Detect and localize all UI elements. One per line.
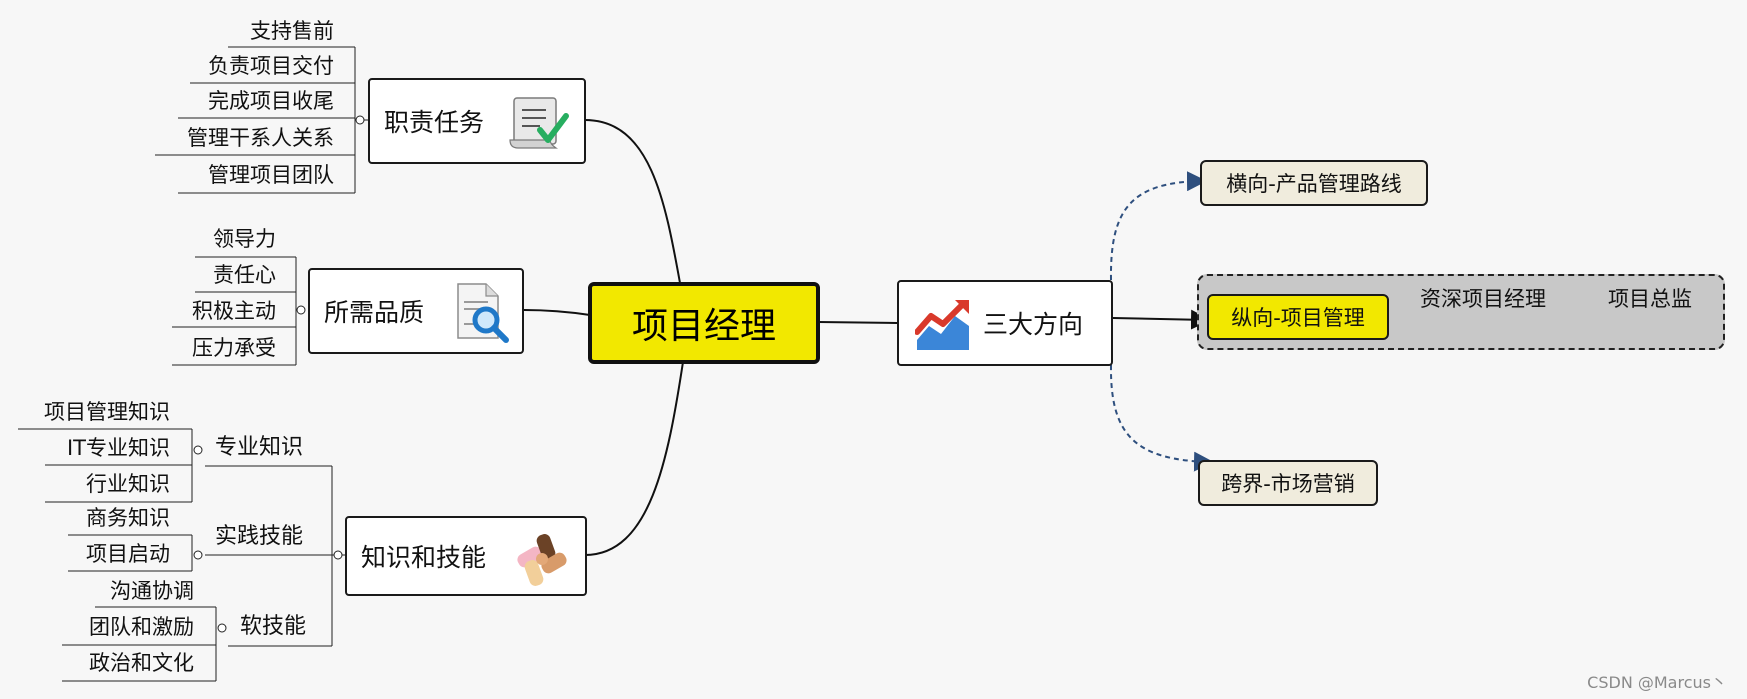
directions-node[interactable]: 三大方向 [897,280,1113,366]
center-node[interactable]: 项目经理 [588,282,820,364]
skills-structure-lines [18,428,345,682]
watermark: CSDN @Marcus丶 [1587,673,1727,692]
direction-cross[interactable]: 跨界-市场营销 [1198,460,1378,506]
growth-chart-icon [915,300,969,350]
connector-directions-horizontal [1109,171,1207,281]
connector-directions-vertical [1112,309,1211,330]
connector-center-qualities [523,309,591,316]
duties-item: 支持售前 [250,19,334,43]
duties-item: 管理干系人关系 [187,126,334,150]
directions-title: 三大方向 [983,310,1084,339]
connector-directions-cross [1109,364,1214,472]
duties-node[interactable]: 职责任务 [368,78,586,164]
direction-horizontal[interactable]: 横向-产品管理路线 [1200,160,1428,206]
skills-group-title: 软技能 [240,614,307,639]
skills-item: 商务知识 [86,506,170,530]
skills-item: 项目启动 [86,542,170,566]
qualities-node[interactable]: 所需品质 [308,268,524,354]
vertical-step: 资深项目经理 [1420,287,1546,311]
qualities-item: 责任心 [213,263,276,287]
skills-item: 沟通协调 [110,579,194,603]
skills-group-title: 专业知识 [215,435,304,460]
skills-item: 项目管理知识 [44,400,170,424]
connector-center-duties [584,119,681,284]
qualities-item: 领导力 [213,227,276,251]
qualities-title: 所需品质 [324,298,425,327]
skills-group-title: 实践技能 [215,524,304,549]
skills-item: 政治和文化 [89,651,194,675]
qualities-item: 压力承受 [192,336,276,360]
duties-item: 完成项目收尾 [208,89,334,113]
document-search-icon [457,283,509,343]
skills-title: 知识和技能 [361,543,487,572]
skills-item: 行业知识 [86,472,170,496]
skills-item: 团队和激励 [89,615,194,639]
direction-vertical[interactable]: 纵向-项目管理 [1207,294,1389,340]
connector-center-skills [584,361,684,556]
connector-center-directions [817,321,898,324]
vertical-step: 项目总监 [1608,287,1692,311]
qualities-leaf-lines [172,256,306,366]
skills-item: IT专业知识 [66,436,170,460]
skills-node[interactable]: 知识和技能 [345,516,587,596]
duties-leaf-lines [155,46,368,194]
duties-item: 负责项目交付 [208,54,334,78]
duties-item: 管理项目团队 [208,163,334,187]
qualities-item: 积极主动 [192,299,276,323]
duties-title: 职责任务 [384,108,485,137]
center-title: 项目经理 [631,306,776,347]
teamwork-hands-icon [517,534,567,586]
checklist-icon [509,97,569,149]
